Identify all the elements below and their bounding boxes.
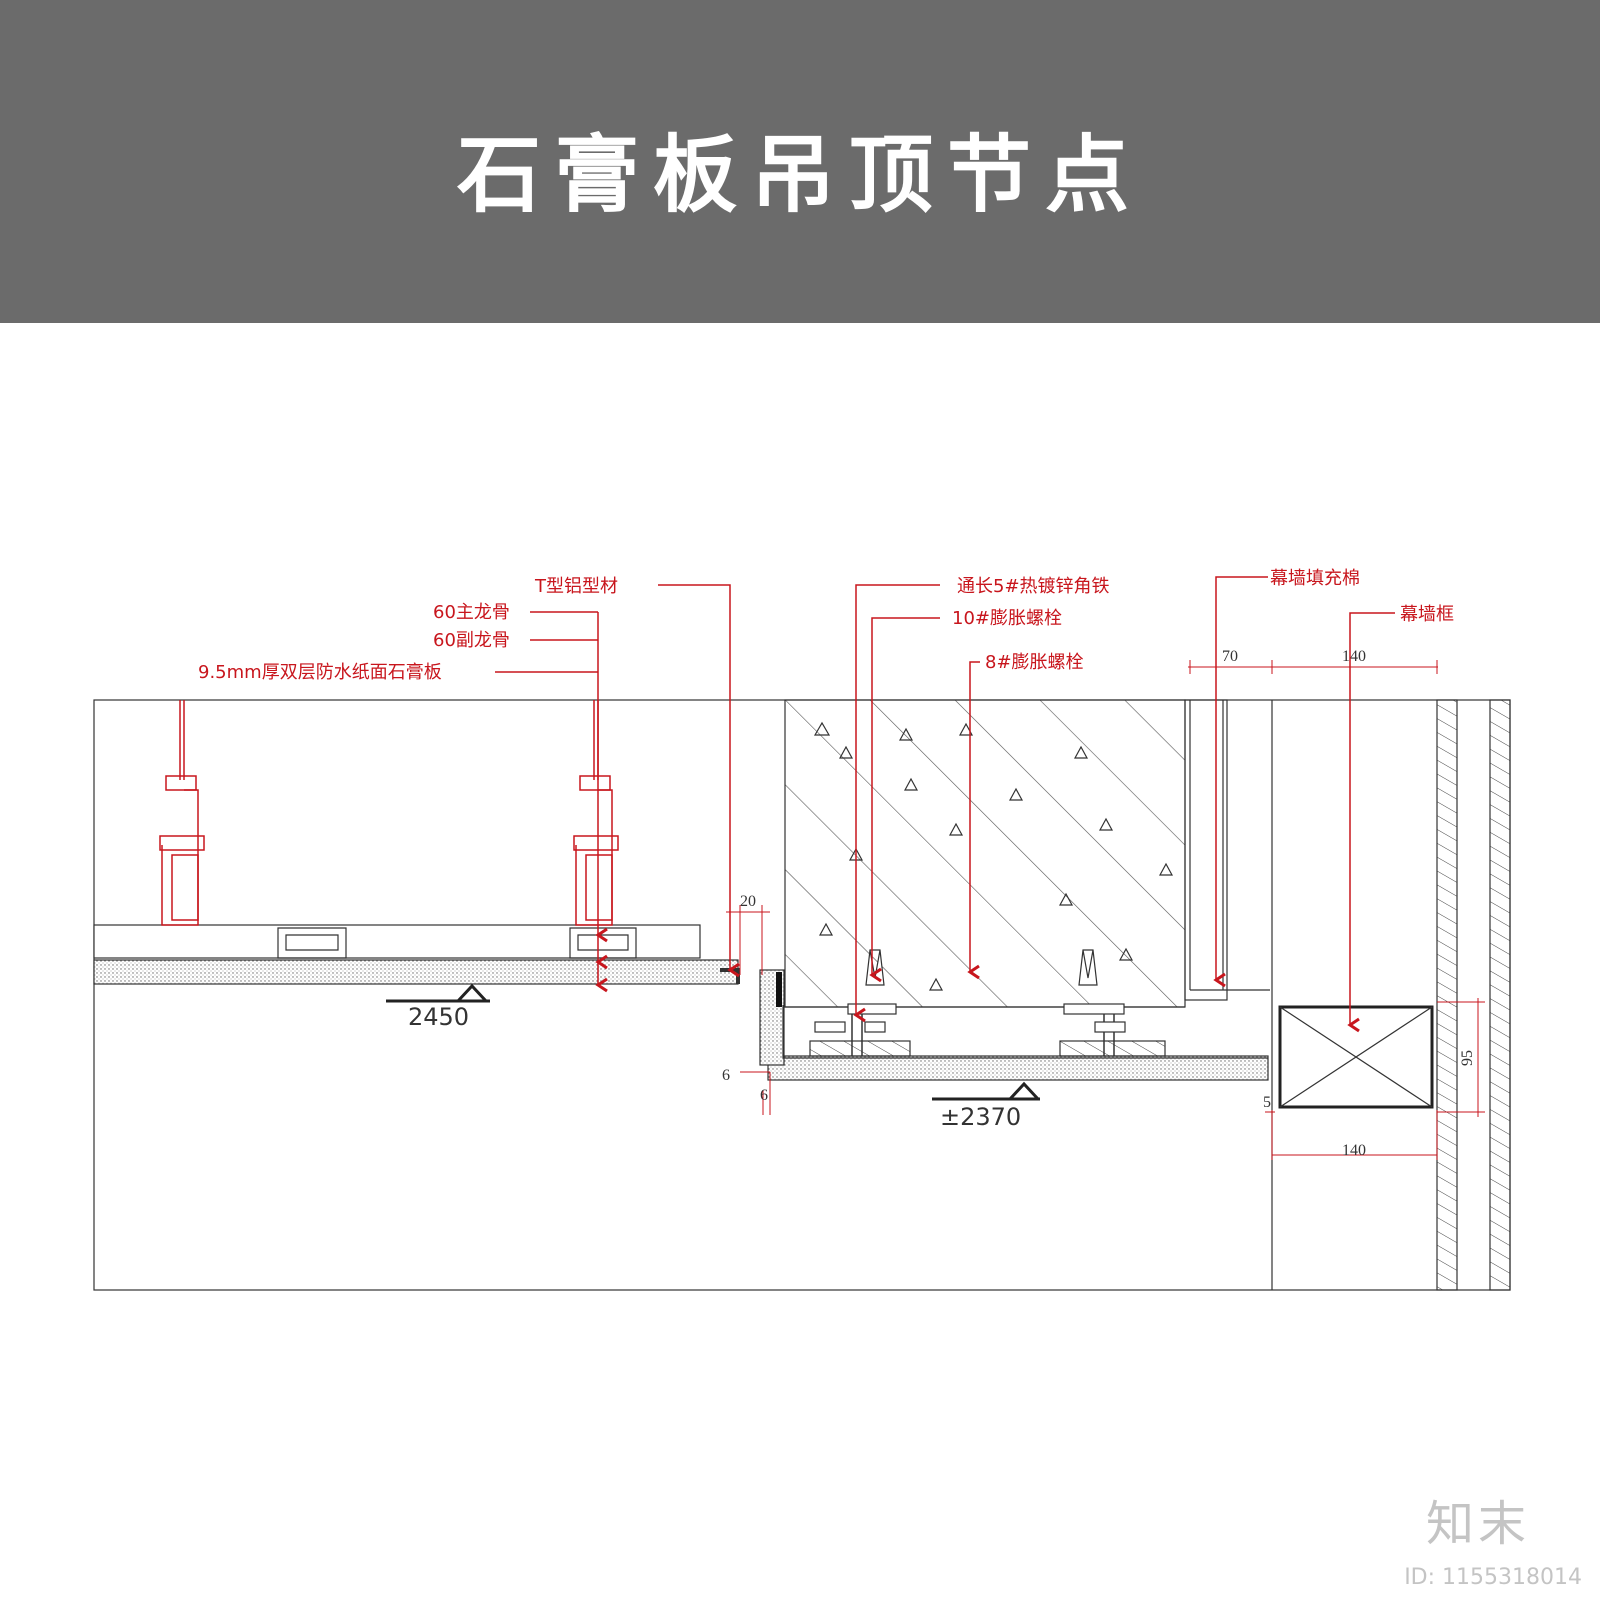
watermark-brand: 知末 [1425, 1496, 1530, 1552]
dim-6-vertical: 6 [722, 1067, 730, 1084]
callout-bolt-10: 10#膨胀螺栓 [952, 608, 1062, 629]
callout-angle-iron: 通长5#热镀锌角铁 [957, 576, 1110, 597]
curtain-wall [1184, 699, 1511, 1291]
title-banner: 石膏板吊顶节点 [0, 0, 1600, 323]
callout-sub-keel: 60副龙骨 [433, 630, 510, 651]
level-2370: ±2370 [940, 1103, 1021, 1131]
leader-lines [495, 576, 1395, 1033]
concrete-beam [784, 699, 1186, 1008]
watermark-id: ID: 1155318014 [1404, 1565, 1582, 1590]
level-marker-2450: 2450 [386, 983, 490, 1031]
callout-gypsum-board: 9.5mm厚双层防水纸面石膏板 [198, 661, 442, 683]
dim-6-horizontal: 6 [760, 1087, 768, 1104]
gypsum-board-layer [93, 959, 739, 985]
dim-140-top: 140 [1342, 648, 1366, 665]
dim-70: 70 [1222, 648, 1238, 665]
gypsum-board-lower [767, 1055, 1269, 1081]
dimension-lines [726, 660, 1485, 1160]
level-marker-2370: ±2370 [932, 1081, 1040, 1131]
callout-curtain-fill: 幕墙填充棉 [1270, 568, 1360, 589]
main-keel-channel [93, 924, 701, 959]
page-title: 石膏板吊顶节点 [456, 126, 1143, 224]
level-2450: 2450 [408, 1003, 469, 1031]
callout-bolt-8: 8#膨胀螺栓 [985, 652, 1084, 673]
callout-curtain-frame: 幕墙框 [1400, 604, 1454, 625]
dim-95: 95 [1459, 1050, 1476, 1066]
callout-main-keel: 60主龙骨 [433, 602, 510, 623]
left-ceiling-section [93, 700, 740, 985]
dim-20: 20 [740, 893, 756, 910]
dim-5: 5 [1263, 1094, 1271, 1111]
lower-ceiling-section [759, 969, 1269, 1081]
dim-140-bottom: 140 [1342, 1142, 1366, 1159]
callout-t-profile: T型铝型材 [534, 576, 618, 597]
